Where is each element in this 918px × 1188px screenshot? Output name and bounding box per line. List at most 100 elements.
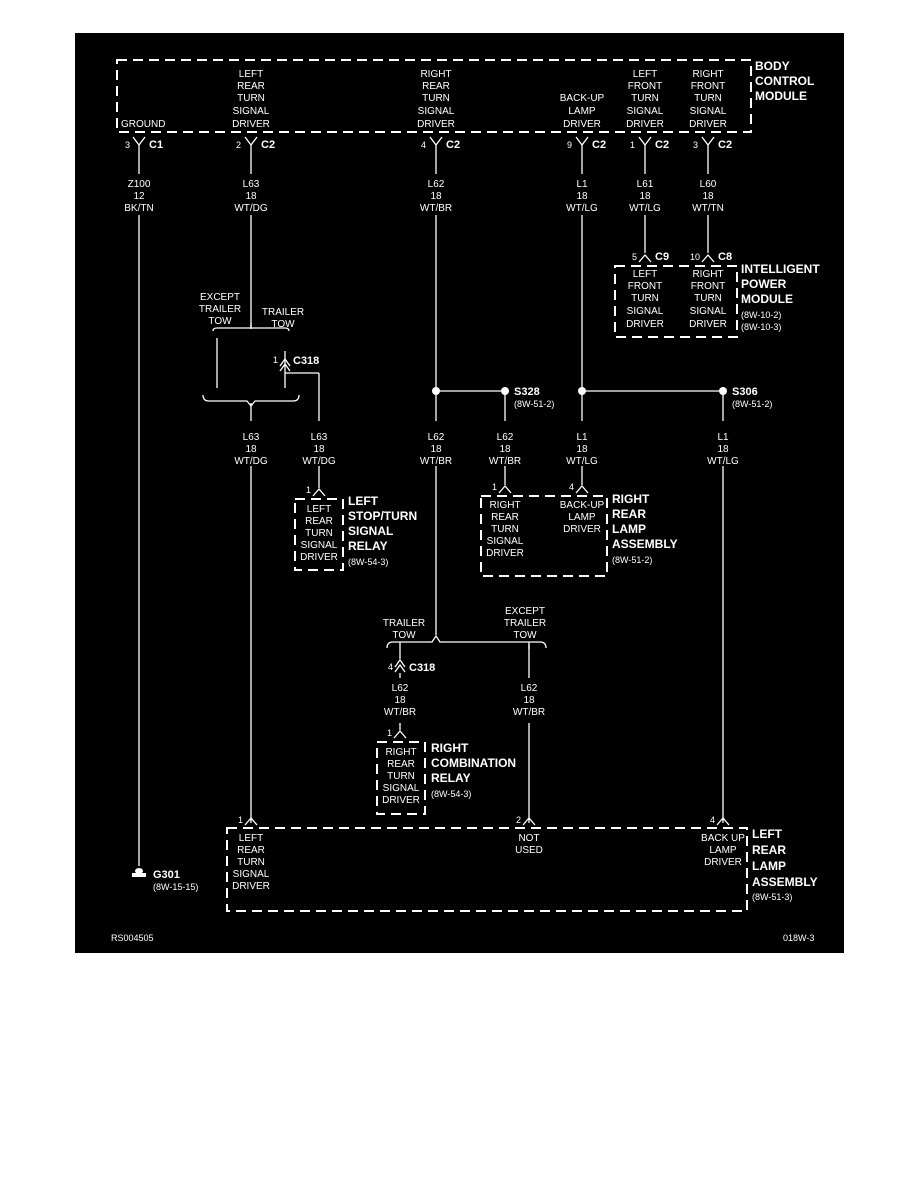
svg-text:LAMP: LAMP: [568, 106, 596, 117]
svg-text:REAR: REAR: [237, 845, 265, 856]
svg-text:1: 1: [492, 482, 497, 492]
right-rear-lamp-name-4: ASSEMBLY: [612, 537, 678, 551]
svg-text:TURN: TURN: [694, 293, 722, 304]
bcm-connector-c2-pin2: 2 C2: [236, 136, 275, 154]
svg-text:DRIVER: DRIVER: [300, 552, 338, 563]
wire-label-l1-mid: L1 18 WT/LG: [566, 432, 598, 467]
svg-text:LEFT: LEFT: [239, 69, 263, 80]
svg-text:BACK-UP: BACK-UP: [560, 93, 605, 104]
svg-text:REAR: REAR: [422, 81, 450, 92]
svg-text:12: 12: [133, 191, 145, 202]
left-rear-lamp-ref: (8W-51-3): [752, 892, 792, 902]
svg-text:3: 3: [125, 140, 130, 150]
svg-text:4: 4: [388, 662, 393, 672]
ipm-name-1: INTELLIGENT: [741, 262, 820, 276]
svg-text:WT/BR: WT/BR: [513, 707, 545, 718]
wire-label-l60: L60 18 WT/TN: [692, 179, 724, 214]
svg-text:DRIVER: DRIVER: [704, 857, 742, 868]
splice-dot-l1: [578, 387, 586, 395]
ground-icon: [132, 868, 146, 877]
svg-text:WT/DG: WT/DG: [234, 203, 268, 214]
ipm-connectors: 5 C9 10 C8: [632, 251, 732, 263]
right-except-trailer-label-1: EXCEPT: [505, 606, 545, 617]
svg-text:18: 18: [430, 444, 442, 455]
svg-text:SIGNAL: SIGNAL: [690, 306, 727, 317]
right-except-trailer-label-2: TRAILER: [504, 618, 546, 629]
wire-label-l61: L61 18 WT/LG: [629, 179, 661, 214]
svg-text:C2: C2: [592, 139, 606, 151]
svg-text:FRONT: FRONT: [628, 281, 662, 292]
bcm-pin-right-rear-turn-label: RIGHT REAR TURN SIGNAL DRIVER: [417, 69, 455, 130]
svg-text:TURN: TURN: [422, 93, 450, 104]
svg-text:2: 2: [516, 815, 521, 825]
right-rear-lamp-assembly-box: [480, 495, 608, 577]
bcm-name-1: BODY: [755, 59, 790, 73]
right-combination-relay-name-2: COMBINATION: [431, 756, 516, 770]
bcm-pin-left-rear-turn-label: LEFT REAR TURN SIGNAL DRIVER: [232, 69, 270, 130]
svg-text:1: 1: [238, 815, 243, 825]
ground-g301-ref: (8W-15-15): [153, 882, 198, 892]
svg-text:SIGNAL: SIGNAL: [690, 106, 727, 117]
svg-text:WT/BR: WT/BR: [489, 456, 521, 467]
svg-text:1: 1: [630, 140, 635, 150]
wire-label-l63-trailer: L63 18 WT/DG: [302, 432, 336, 467]
svg-text:SIGNAL: SIGNAL: [383, 783, 420, 794]
left-except-trailer-label-1: EXCEPT: [200, 292, 240, 303]
footer-left-code: RS004505: [111, 933, 154, 943]
svg-text:DRIVER: DRIVER: [563, 524, 601, 535]
svg-text:BACK UP: BACK UP: [701, 833, 745, 844]
svg-text:WT/LG: WT/LG: [566, 456, 598, 467]
footer-right-code: 018W-3: [783, 933, 814, 943]
svg-text:L62: L62: [428, 432, 445, 443]
svg-text:18: 18: [313, 444, 325, 455]
right-combination-relay-ref: (8W-54-3): [431, 789, 471, 799]
bcm-connector-c2-pin4: 4 C2: [421, 136, 460, 154]
svg-text:18: 18: [717, 444, 729, 455]
bcm-connector-c2-pin1: 1 C2: [630, 136, 669, 154]
wire-label-l1-s306: L1 18 WT/LG: [707, 432, 739, 467]
svg-text:BACK-UP: BACK-UP: [560, 500, 605, 511]
svg-text:DRIVER: DRIVER: [689, 119, 727, 130]
left-rear-lamp-pin1-label: LEFT REAR TURN SIGNAL DRIVER: [232, 833, 270, 892]
wire-lines: [138, 154, 724, 866]
splice-s306: [719, 387, 727, 395]
svg-text:TURN: TURN: [237, 857, 265, 868]
bcm-pin-left-front-turn-label: LEFT FRONT TURN SIGNAL DRIVER: [626, 69, 664, 130]
svg-text:18: 18: [245, 444, 257, 455]
svg-text:18: 18: [702, 191, 714, 202]
right-trailer-label-1: TRAILER: [383, 618, 425, 629]
svg-text:2: 2: [236, 140, 241, 150]
right-rear-lamp-pin4-label: BACK-UP LAMP DRIVER: [560, 500, 605, 535]
svg-text:1: 1: [306, 485, 311, 495]
ipm-ref-2: (8W-10-3): [741, 322, 781, 332]
wire-label-l63-left: L63 18 WT/DG: [234, 432, 268, 467]
svg-text:18: 18: [394, 695, 406, 706]
svg-text:WT/LG: WT/LG: [707, 456, 739, 467]
wire-label-l1-top: L1 18 WT/LG: [566, 179, 598, 214]
svg-text:RIGHT: RIGHT: [489, 500, 520, 511]
svg-text:RIGHT: RIGHT: [385, 747, 416, 758]
wire-label-l62-s328: L62 18 WT/BR: [489, 432, 521, 467]
svg-text:WT/DG: WT/DG: [234, 456, 268, 467]
svg-text:C2: C2: [718, 139, 732, 151]
svg-text:L63: L63: [243, 179, 260, 190]
svg-text:TURN: TURN: [387, 771, 415, 782]
bcm-connector-c1: 3 C1: [125, 136, 163, 154]
bcm-pin-right-front-turn-label: RIGHT FRONT TURN SIGNAL DRIVER: [689, 69, 727, 130]
left-stop-turn-relay-box: [294, 498, 344, 571]
svg-text:18: 18: [245, 191, 257, 202]
svg-text:L62: L62: [428, 179, 445, 190]
svg-text:WT/LG: WT/LG: [629, 203, 661, 214]
left-trailer-label-2: TOW: [271, 319, 295, 330]
svg-text:TURN: TURN: [631, 93, 659, 104]
svg-text:L61: L61: [637, 179, 654, 190]
bcm-connector-c2-pin9: 9 C2: [567, 136, 606, 154]
svg-text:1: 1: [273, 355, 278, 365]
right-c318-label: C318: [409, 662, 435, 674]
bcm-pin-ground-label: GROUND: [121, 119, 165, 130]
svg-text:DRIVER: DRIVER: [232, 881, 270, 892]
svg-text:LEFT: LEFT: [633, 69, 657, 80]
svg-text:DRIVER: DRIVER: [382, 795, 420, 806]
svg-text:LAMP: LAMP: [709, 845, 737, 856]
right-rear-lamp-name-2: REAR: [612, 507, 646, 521]
